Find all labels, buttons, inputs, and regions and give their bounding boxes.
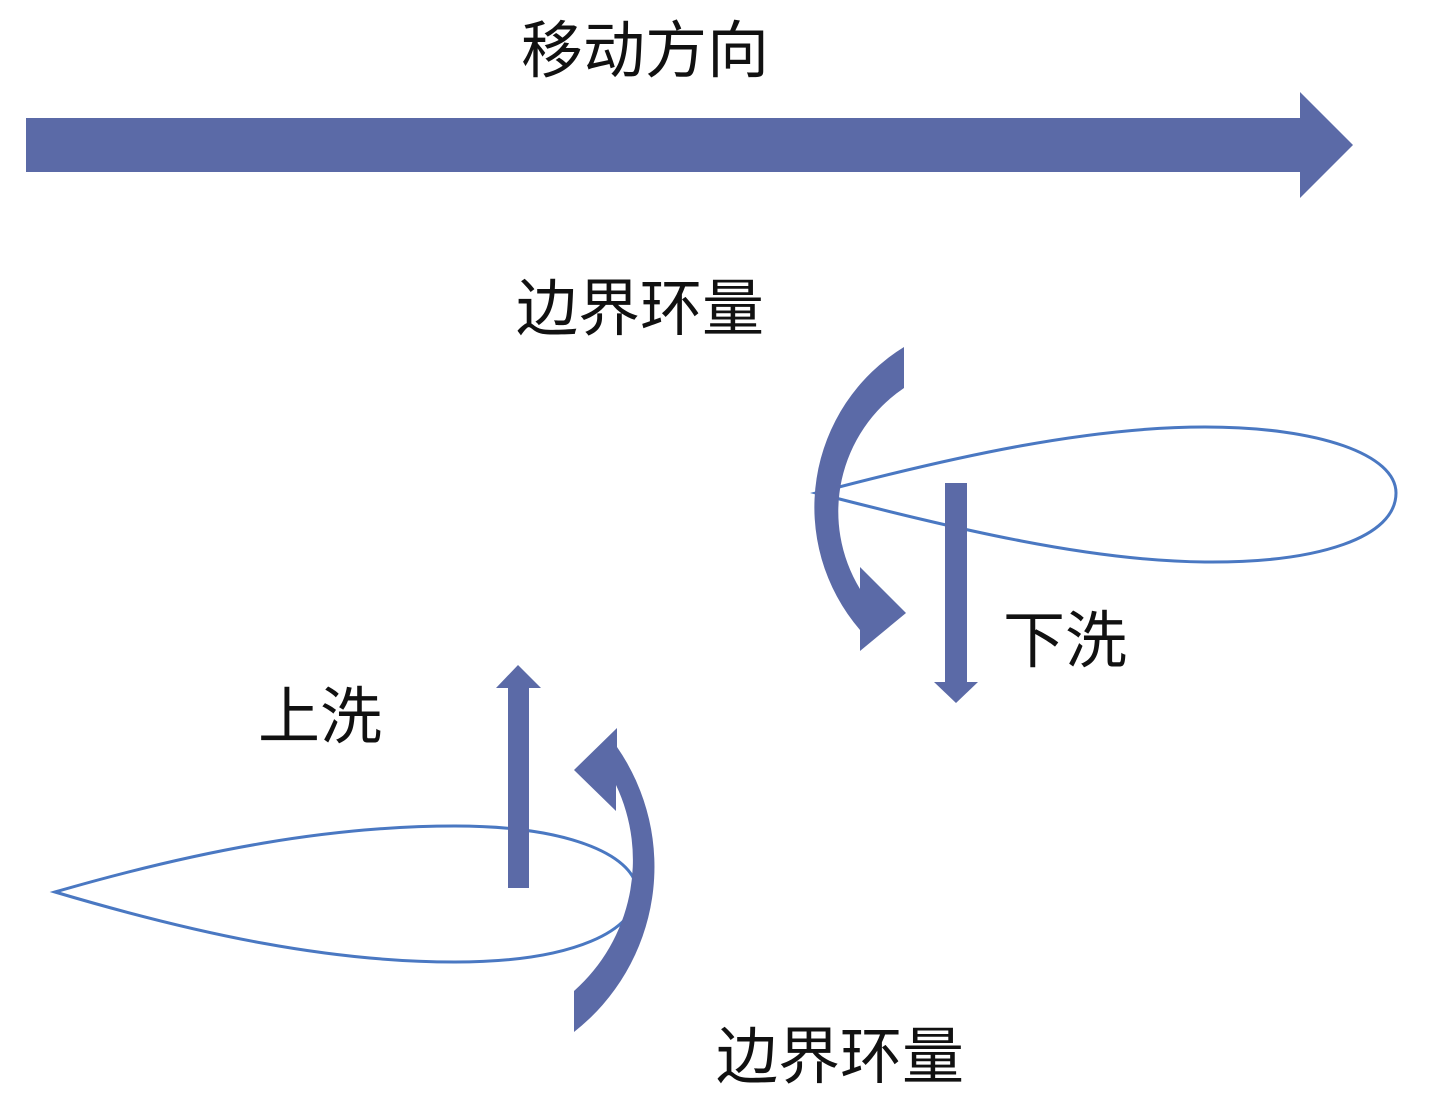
upwash-arrow [496,665,541,888]
circulation-arrow-lower [574,728,655,1032]
circulation-arrow-upper-shape [814,347,906,651]
boundary-circulation-label-bottom: 边界环量 [716,1020,965,1093]
upwash-label: 上洗 [258,680,383,753]
boundary-circulation-label-top: 边界环量 [516,272,765,345]
movement-direction-label: 移动方向 [521,14,770,87]
airfoil-upper [810,425,1398,564]
downwash-label: 下洗 [1003,604,1128,677]
airfoil-lower [49,824,639,964]
movement-direction-arrow [26,92,1353,198]
downwash-arrow [934,483,978,703]
